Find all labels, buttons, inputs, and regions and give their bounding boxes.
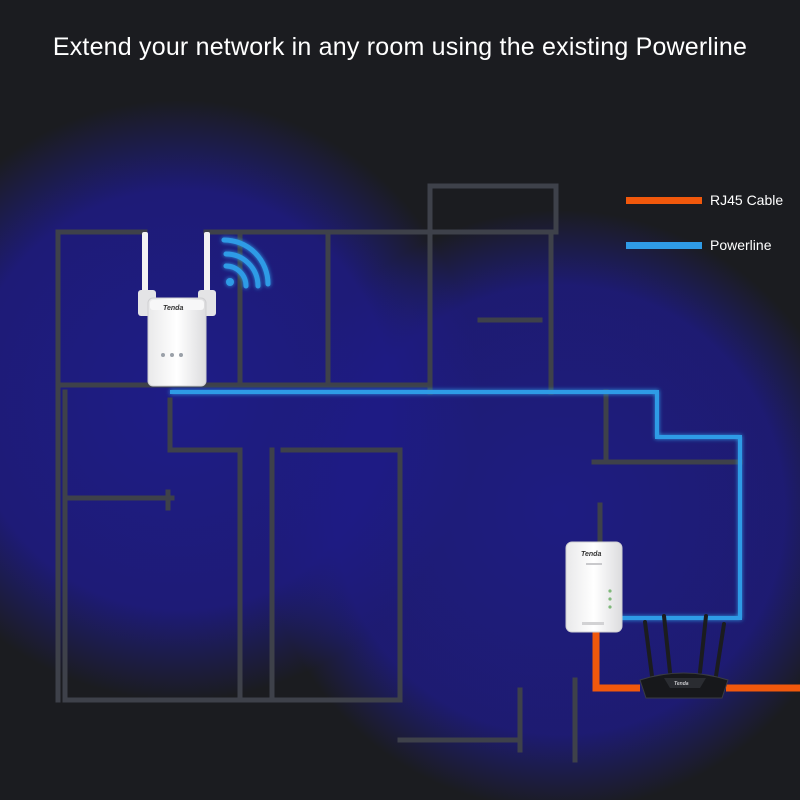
page-headline: Extend your network in any room using th… — [52, 33, 748, 61]
wifi-extender-device: Tenda — [138, 232, 216, 387]
extender-brand-logo: Tenda — [163, 305, 183, 312]
wifi-signal-icon — [221, 237, 271, 289]
extender-status-leds — [161, 353, 183, 357]
legend-label-rj45: RJ45 Cable — [710, 192, 784, 208]
adapter-brand-logo: Tenda — [581, 551, 601, 558]
wifi-coverage-area-right — [260, 210, 800, 800]
legend-item-powerline: Powerline — [626, 235, 771, 255]
rj45-cable-lines — [592, 632, 800, 692]
legend-label-powerline: Powerline — [710, 237, 772, 253]
powerline-adapter-device: Tenda — [565, 541, 623, 633]
adapter-status-leds — [608, 589, 612, 609]
router-device: Tenda — [639, 614, 729, 699]
floorplan-walls — [55, 183, 743, 763]
legend-item-rj45: RJ45 Cable — [626, 190, 783, 210]
router-brand-logo: Tenda — [674, 681, 689, 687]
legend-swatch-rj45 — [626, 196, 702, 204]
legend-swatch-powerline — [626, 241, 702, 249]
